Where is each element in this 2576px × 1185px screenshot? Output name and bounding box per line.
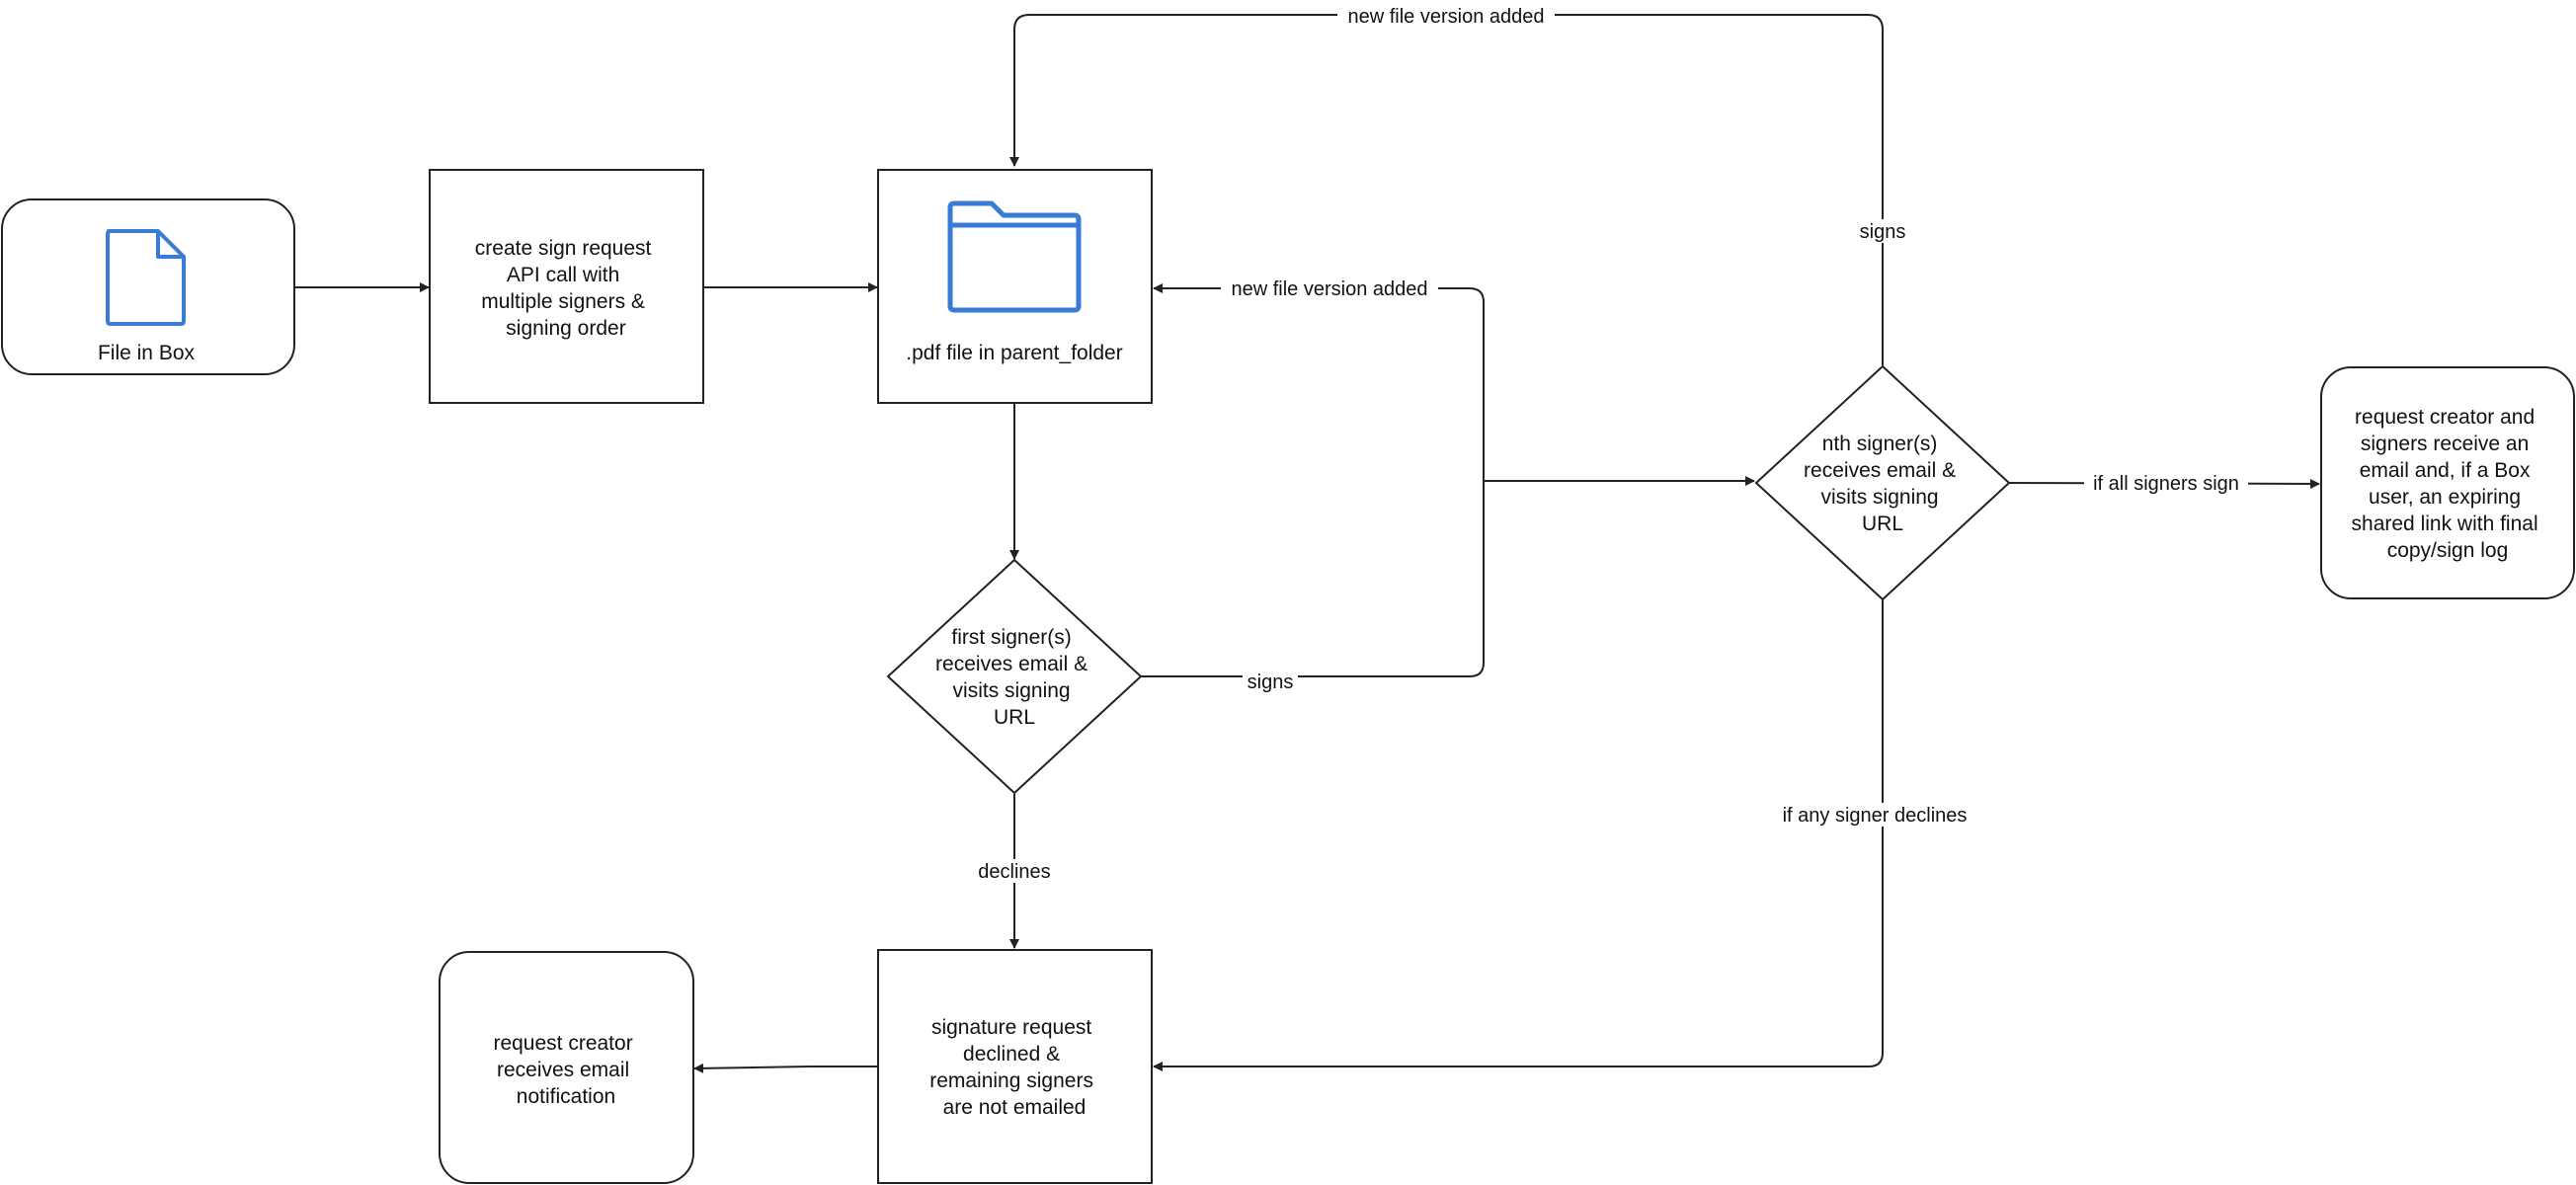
svg-text:create sign request AP: create sign request API call with multip… [475,237,657,340]
node-declined[interactable]: signature request declined & remaining s… [877,949,1153,1184]
label-nth-signs: signs [1860,221,1906,243]
creator-notified-line-3: notification [517,1085,615,1108]
node-pdf-file[interactable]: .pdf file in parent_folder [877,169,1153,404]
final-result-line-6: copy/sign log [2387,539,2509,562]
edge-labels: new file version added new file version … [972,4,2248,883]
label-mid-new-version: new file version added [1231,278,1427,300]
folder-icon [947,200,1082,313]
first-signer-line-1: first signer(s) [951,626,1071,649]
nth-signer-line-2: receives email & [1804,459,1956,482]
final-result-line-4: user, an expiring [2369,486,2521,509]
svg-text:request creator and si: request creator and signers receive an e… [2352,406,2544,562]
create-request-line-4: signing order [506,317,625,340]
final-result-line-2: signers receive an [2361,433,2529,455]
label-any-declines: if any signer declines [1783,805,1968,827]
node-final-result[interactable]: request creator and signers receive an e… [2320,366,2575,599]
node-creator-notified[interactable]: request creator receives email notificat… [439,951,694,1184]
file-icon [106,229,186,326]
final-result-line-5: shared link with final [2352,513,2538,535]
first-signer-line-2: receives email & [935,653,1087,675]
edge-declined-to-creator [693,1063,877,1073]
label-declines: declines [978,861,1050,883]
create-request-line-2: API call with [507,264,619,286]
svg-text:request creator receiv: request creator receives email notificat… [493,1032,638,1108]
edge-first-signer-signs [1141,283,1485,677]
first-signer-line-4: URL [994,706,1035,729]
file-in-box-label: File in Box [98,342,196,364]
creator-notified-line-2: receives email [497,1059,629,1081]
final-result-line-1: request creator and [2355,406,2535,429]
nodes: File in Box create sign request API call… [1,169,2575,1184]
declined-line-3: remaining signers [929,1069,1093,1092]
svg-text:signature request decl: signature request declined & remaining s… [929,1016,1099,1119]
declined-line-1: signature request [931,1016,1091,1039]
edge-nth-declines [1153,599,1884,1071]
node-nth-signer[interactable]: nth signer(s) receives email & visits si… [1754,364,2011,601]
nth-signer-line-4: URL [1862,513,1903,535]
label-top-new-version: new file version added [1347,6,1544,28]
create-request-line-1: create sign request [475,237,652,260]
node-file-in-box[interactable]: File in Box [1,198,295,375]
declined-line-2: declined & [963,1043,1060,1066]
svg-text:first signer(s) receiv: first signer(s) receives email & visits … [935,626,1093,729]
first-signer-line-3: visits signing [953,679,1071,702]
pdf-file-label: .pdf file in parent_folder [906,342,1122,364]
declined-line-4: are not emailed [943,1096,1087,1119]
label-all-sign: if all signers sign [2093,473,2239,495]
svg-text:nth signer(s) receives: nth signer(s) receives email & visits si… [1804,433,1962,535]
creator-notified-line-1: request creator [493,1032,632,1055]
node-first-signer[interactable]: first signer(s) receives email & visits … [886,558,1143,795]
label-first-signs: signs [1248,672,1294,693]
final-result-line-3: email and, if a Box [2360,459,2531,482]
nth-signer-line-3: visits signing [1821,486,1939,509]
create-request-line-3: multiple signers & [481,290,645,313]
nth-signer-line-1: nth signer(s) [1822,433,1938,455]
node-create-request[interactable]: create sign request API call with multip… [429,169,704,404]
